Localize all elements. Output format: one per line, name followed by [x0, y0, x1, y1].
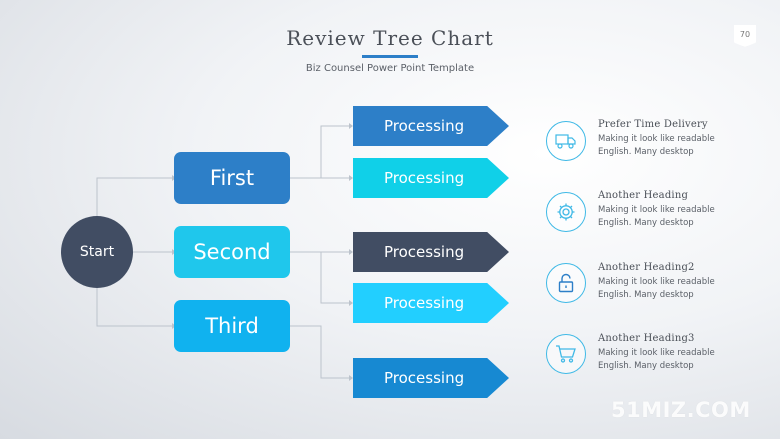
process-node: Processing — [353, 283, 509, 323]
arrowhead — [349, 375, 353, 381]
title-underline — [362, 55, 418, 58]
feature-icon-circle — [546, 263, 586, 303]
slide-title: Review Tree Chart — [286, 26, 494, 50]
feature-description-line: Making it look like readable — [598, 205, 715, 215]
feature-text-block: Another Heading3 Making it look like rea… — [598, 333, 768, 373]
connector-first-processes — [290, 125, 351, 179]
arrowhead — [349, 249, 353, 255]
level-node-third: Third — [174, 300, 290, 352]
truck-icon — [555, 134, 576, 149]
feature-icon-circle — [546, 121, 586, 161]
connector-start-levels — [96, 177, 172, 327]
unlock-icon — [558, 273, 574, 293]
feature-heading: Another Heading2 — [598, 262, 695, 273]
feature-description-line: Making it look like readable — [598, 134, 715, 144]
feature-description-line: Making it look like readable — [598, 277, 715, 287]
process-node: Processing — [353, 358, 509, 398]
feature-description-line: English. Many desktop — [598, 147, 694, 157]
level-node-first: First — [174, 152, 290, 204]
feature-text-block: Another Heading2 Making it look like rea… — [598, 262, 768, 302]
feature-description-line: English. Many desktop — [598, 218, 694, 228]
arrowhead — [349, 175, 353, 181]
feature-icon-circle — [546, 334, 586, 374]
arrowhead — [349, 123, 353, 129]
watermark: 51MIZ.COM — [611, 398, 751, 422]
feature-text-block: Prefer Time Delivery Making it look like… — [598, 119, 768, 159]
process-node: Processing — [353, 106, 509, 146]
cart-icon — [556, 345, 576, 363]
start-node: Start — [61, 216, 133, 288]
connector-second-processes — [290, 251, 351, 304]
feature-description-line: Making it look like readable — [598, 348, 715, 358]
gear-icon — [557, 203, 575, 221]
feature-icon-circle — [546, 192, 586, 232]
page-number-badge: 70 — [734, 25, 756, 47]
process-node: Processing — [353, 158, 509, 198]
feature-heading: Another Heading — [598, 190, 689, 201]
feature-description-line: English. Many desktop — [598, 290, 694, 300]
connector-third-process — [290, 325, 351, 379]
level-node-second: Second — [174, 226, 290, 278]
arrowhead — [349, 300, 353, 306]
feature-description-line: English. Many desktop — [598, 361, 694, 371]
feature-heading: Prefer Time Delivery — [598, 119, 708, 130]
feature-heading: Another Heading3 — [598, 333, 695, 344]
slide-subtitle: Biz Counsel Power Point Template — [305, 63, 475, 74]
feature-text-block: Another Heading Making it look like read… — [598, 190, 768, 230]
process-node: Processing — [353, 232, 509, 272]
